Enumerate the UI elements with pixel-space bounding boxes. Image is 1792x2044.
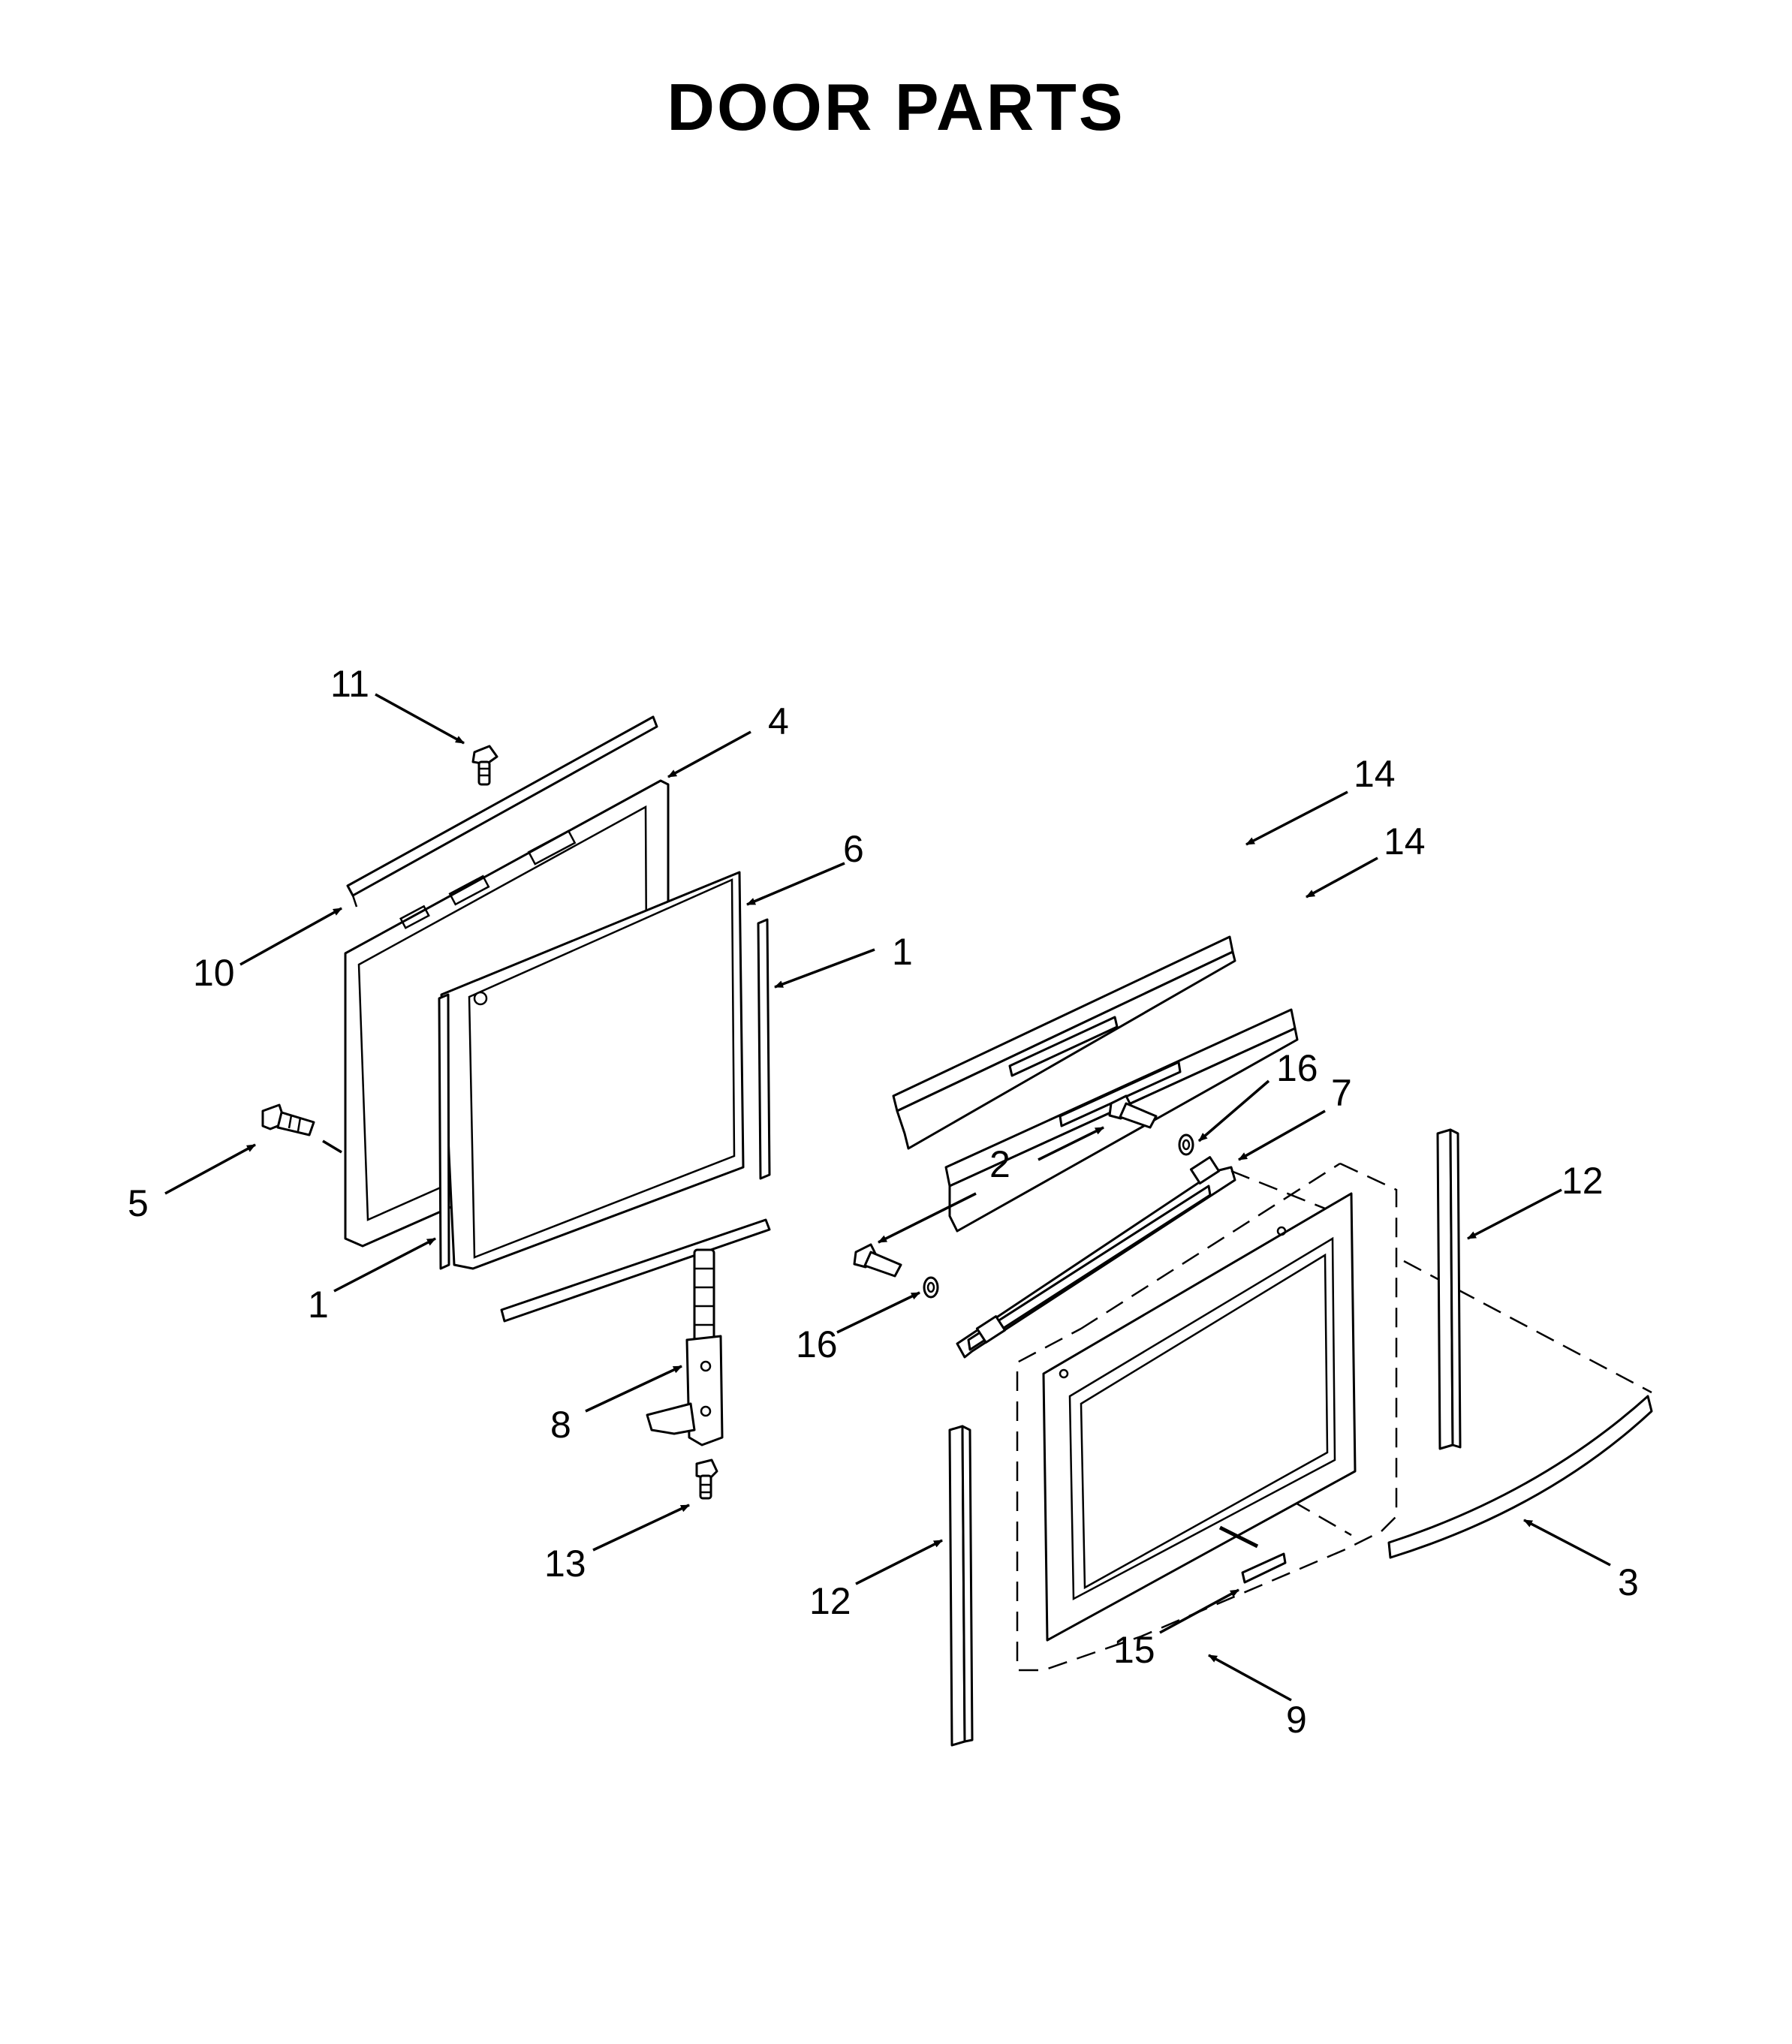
callout-16-upper: 16 [1276,1047,1318,1089]
part-8-hinge [646,1248,724,1446]
part-9-outer-door [1042,1192,1357,1642]
part-15-badge [1241,1552,1287,1584]
page-title: DOOR PARTS [667,70,1125,144]
callout-12-right: 12 [1562,1160,1604,1202]
part-1-gasket-left [438,993,450,1270]
part-12-side-trim-left [948,1425,974,1747]
callout-labels: 11 4 6 1 10 5 1 8 13 14 14 16 7 2 12 16 … [128,663,1639,1741]
part-2-screw-lower [853,1243,902,1278]
callout-3: 3 [1618,1561,1639,1603]
callout-2: 2 [989,1143,1010,1185]
part-11-screw [471,745,498,786]
callout-14-lower: 14 [1384,820,1426,862]
part-1-gasket-right [757,918,771,1180]
part-12-side-trim-right [1436,1128,1462,1450]
part-3-handle [1387,1395,1653,1559]
callout-5: 5 [128,1182,149,1224]
leader-lines [164,693,1611,1702]
callout-7: 7 [1331,1072,1352,1114]
callout-15: 15 [1113,1629,1155,1671]
part-13-screw [695,1458,718,1500]
callout-11: 11 [330,663,369,705]
callout-14-upper: 14 [1354,753,1396,795]
part-2-screw-upper [1108,1094,1158,1129]
part-16-washer-lower [923,1276,939,1299]
part-bottom-strip [500,1218,771,1323]
callout-1-left: 1 [308,1284,329,1326]
callout-1-right: 1 [892,931,913,973]
part-16-washer-upper [1178,1133,1194,1156]
part-7-bracket [956,1156,1236,1359]
callout-6: 6 [843,828,864,870]
callout-16-lower: 16 [796,1323,838,1365]
part-10-top-trim [346,715,658,908]
assembly-outline [1016,1162,1398,1672]
part-6-glass-pane [440,871,745,1270]
part-14-channel-upper [892,935,1236,1150]
part-5-screw [261,1103,315,1136]
callout-9: 9 [1286,1699,1307,1741]
callout-10: 10 [193,952,235,994]
part-14-channel-lower [944,1008,1299,1233]
callout-8: 8 [550,1404,571,1446]
callout-12-left: 12 [809,1580,851,1622]
callout-4: 4 [768,700,789,742]
callout-13: 13 [544,1543,586,1585]
